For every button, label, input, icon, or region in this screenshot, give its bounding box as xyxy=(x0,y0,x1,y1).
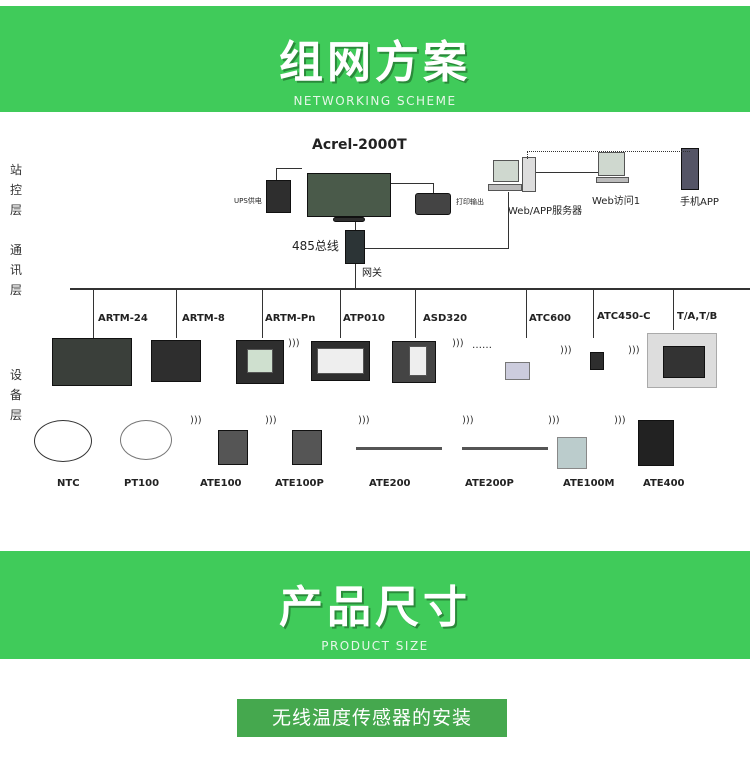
device-label: T/A,T/B xyxy=(677,311,718,322)
device-label: ATE400 xyxy=(643,478,685,489)
wireless-icon: ))) xyxy=(190,415,202,426)
system-name: Acrel-2000T xyxy=(312,137,407,153)
artm24-device xyxy=(52,338,132,386)
bus-line xyxy=(70,288,750,290)
wireless-icon: ))) xyxy=(462,415,474,426)
wireless-icon: ))) xyxy=(265,415,277,426)
printer-icon xyxy=(415,193,451,215)
ups-label: UPS供电 xyxy=(234,197,262,205)
atc450c-device xyxy=(590,352,604,370)
wireless-icon: ))) xyxy=(614,415,626,426)
device-label: ASD320 xyxy=(423,313,468,324)
device-label: ATE200 xyxy=(369,478,411,489)
phone-icon xyxy=(681,148,699,190)
wireless-icon: ))) xyxy=(288,338,300,349)
device-label: ATC450-C xyxy=(597,311,651,322)
layer-station-label: 站控层 xyxy=(10,163,23,217)
ate400-device xyxy=(638,420,674,466)
device-label: ARTM-Pn xyxy=(265,313,316,324)
ellipsis: …… xyxy=(472,340,492,351)
section-subtitle: PRODUCT SIZE xyxy=(321,639,429,653)
server-label: Web/APP服务器 xyxy=(508,206,583,217)
printer-label: 打印输出 xyxy=(456,198,484,206)
device-label: ATE100 xyxy=(200,478,242,489)
ate100p-device xyxy=(292,430,322,465)
product-size-banner: 产品尺寸 PRODUCT SIZE xyxy=(0,551,750,659)
networking-banner: 组网方案 NETWORKING SCHEME xyxy=(0,6,750,112)
device-label: NTC xyxy=(57,478,80,489)
device-label: ATE100P xyxy=(275,478,324,489)
web-label: Web访问1 xyxy=(592,196,641,207)
install-sensor-button[interactable]: 无线温度传感器的安装 xyxy=(237,699,507,737)
device-label: ARTM-8 xyxy=(182,313,225,324)
web-keyboard-icon xyxy=(596,177,629,183)
server-tower-icon xyxy=(522,157,536,192)
device-label: ATE200P xyxy=(465,478,514,489)
monitor-stand xyxy=(333,217,365,222)
device-label: ATE100M xyxy=(563,478,615,489)
atp010-device xyxy=(311,341,370,381)
device-label: ATC600 xyxy=(529,313,571,324)
asd320-device xyxy=(392,341,436,383)
ate100-device xyxy=(218,430,248,465)
wireless-icon: ))) xyxy=(358,415,370,426)
gateway-icon xyxy=(345,230,365,264)
pt100-sensor xyxy=(120,420,172,460)
bus-label: 485总线 xyxy=(292,239,339,253)
artmpn-device xyxy=(236,340,284,384)
ate200p-device xyxy=(462,447,548,450)
banner-subtitle: NETWORKING SCHEME xyxy=(293,94,457,108)
wireless-icon: ))) xyxy=(560,345,572,356)
gateway-label: 网关 xyxy=(362,268,382,279)
app-label: 手机APP xyxy=(680,197,719,208)
device-label: ATP010 xyxy=(343,313,385,324)
tatb-device xyxy=(647,333,717,388)
layer-comm-label: 通讯层 xyxy=(10,243,23,297)
layer-device-label: 设备层 xyxy=(10,368,23,422)
wireless-icon: ))) xyxy=(548,415,560,426)
monitor-icon xyxy=(307,173,391,217)
ate100m-device xyxy=(557,437,587,469)
wireless-icon: ))) xyxy=(452,338,464,349)
artm8-device xyxy=(151,340,201,382)
atc600-device xyxy=(505,362,530,380)
ups-icon xyxy=(266,180,291,213)
banner-title: 组网方案 xyxy=(279,37,471,88)
ntc-sensor xyxy=(34,420,92,462)
wireless-icon: ))) xyxy=(628,345,640,356)
device-label: ARTM-24 xyxy=(98,313,148,324)
server-pc-icon xyxy=(493,160,519,182)
device-label: PT100 xyxy=(124,478,160,489)
section-title: 产品尺寸 xyxy=(279,582,471,633)
web-pc-icon xyxy=(598,152,625,176)
ate200-device xyxy=(356,447,442,450)
keyboard-icon xyxy=(488,184,522,191)
